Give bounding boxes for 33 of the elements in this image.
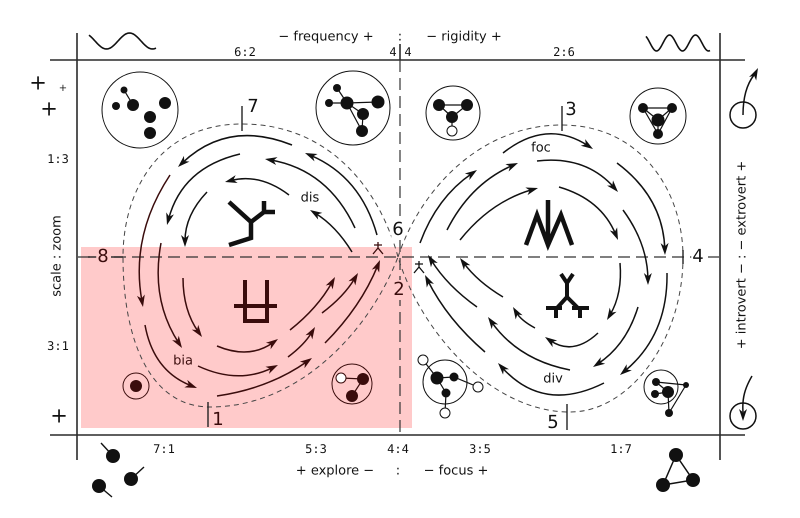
ratio-label: 6:2 <box>234 46 256 58</box>
ratio-label: 7:1 <box>153 443 175 455</box>
callout-number: 7 <box>247 98 259 116</box>
ratio-label: 1:7 <box>610 443 632 455</box>
ratio-label: 4 <box>404 46 412 58</box>
callout-number: 6 <box>391 220 405 240</box>
ratio-label: 5:3 <box>305 443 327 455</box>
plus-sign: + <box>29 72 47 94</box>
ratio-label: 4 <box>389 46 397 58</box>
plus-sign: + <box>40 98 58 120</box>
callout-number: 5 <box>547 414 559 432</box>
region-label: foc <box>531 142 551 154</box>
ratio-label: 1:3 <box>47 153 69 165</box>
region-label: dis <box>300 192 320 204</box>
axis-title: − focus + <box>424 464 488 478</box>
ratio-label: 3:5 <box>469 443 491 455</box>
axis-title: − rigidity + <box>426 30 502 44</box>
ratio-label: 3:1 <box>47 340 69 352</box>
region-label: div <box>543 372 563 386</box>
axis-title: scale : zoom <box>50 215 64 297</box>
ratio-label: 4:4 <box>387 443 409 455</box>
callout-number: 2 <box>392 280 406 300</box>
ratio-label: 2:6 <box>553 46 575 58</box>
callout-number: 1 <box>212 411 224 429</box>
axis-title: + explore − <box>296 464 374 478</box>
axis-separator: : <box>396 464 400 478</box>
plus-sign: + <box>50 406 68 426</box>
axis-title: + introvert − : − extrovert + <box>736 160 748 350</box>
axis-separator: : <box>398 30 402 44</box>
axis-title: − frequency + <box>278 30 374 44</box>
callout-number: 3 <box>565 101 577 119</box>
plus-sign: + <box>58 84 68 94</box>
region-label: bia <box>173 354 193 368</box>
